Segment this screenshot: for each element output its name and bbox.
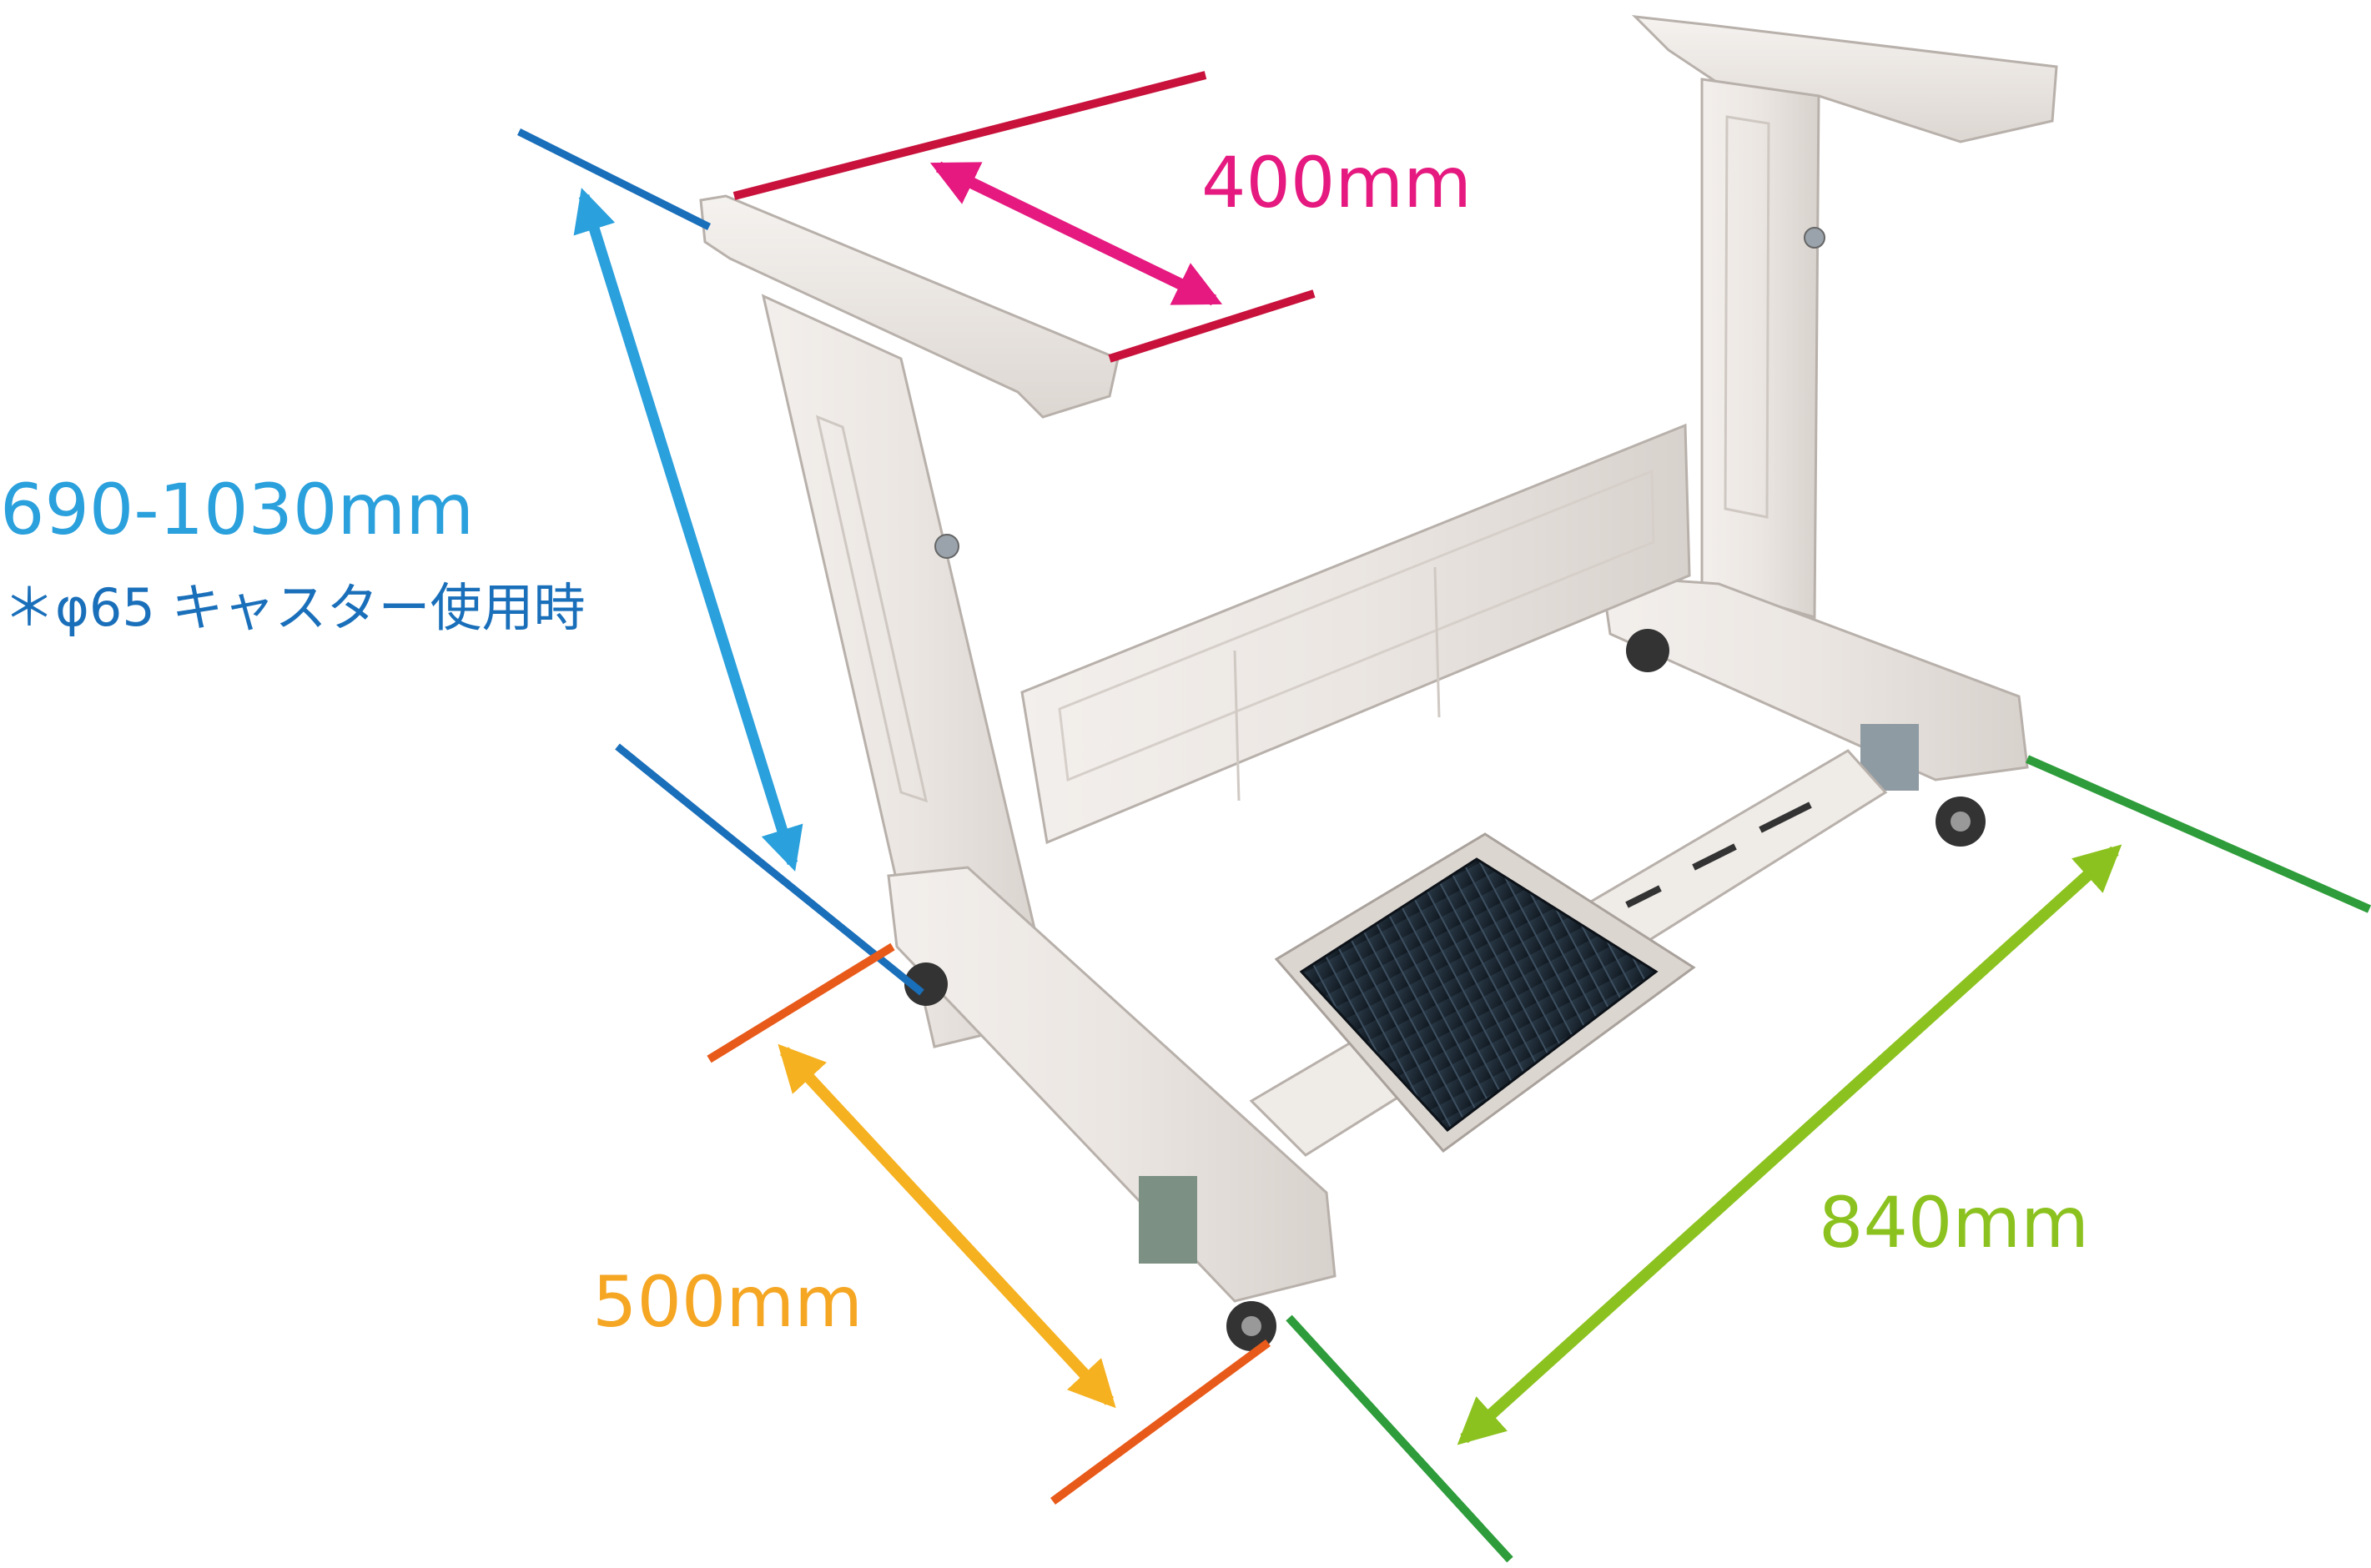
dimension-width: 840mm <box>1286 755 2371 1563</box>
dimension-label-depth-top: 400mm <box>1201 142 1472 224</box>
extension-line-height-top <box>516 128 712 231</box>
cross-bar <box>1020 423 1691 845</box>
dimension-depth-top: 400mm <box>732 71 1472 363</box>
dimension-label-depth-base: 500mm <box>592 1261 863 1343</box>
dimension-arrow-width <box>1457 844 2122 1445</box>
dimension-arrow-depth-top <box>929 161 1223 306</box>
extension-line-base-rear <box>707 942 895 1063</box>
extension-line-width-left <box>1286 1314 1513 1563</box>
extension-line-base-front <box>1050 1339 1271 1505</box>
extension-line-width-right <box>2025 755 2371 913</box>
dimension-note-height: ＊φ65 キャスター使用時 <box>3 577 586 638</box>
extension-line-top-rear <box>732 71 1207 200</box>
dimension-height: 690-1030mm ＊φ65 キャスター使用時 <box>0 128 924 996</box>
front-left-leg <box>699 194 1337 1351</box>
dimension-arrow-depth-base <box>778 1043 1116 1409</box>
dimension-arrow-height <box>573 188 803 872</box>
rear-right-leg <box>1600 15 2058 847</box>
dimension-label-width: 840mm <box>1819 1182 2089 1264</box>
dimension-depth-base: 500mm <box>592 942 1271 1505</box>
dimension-label-height: 690-1030mm <box>0 469 474 550</box>
extension-line-top-front <box>1108 289 1316 363</box>
